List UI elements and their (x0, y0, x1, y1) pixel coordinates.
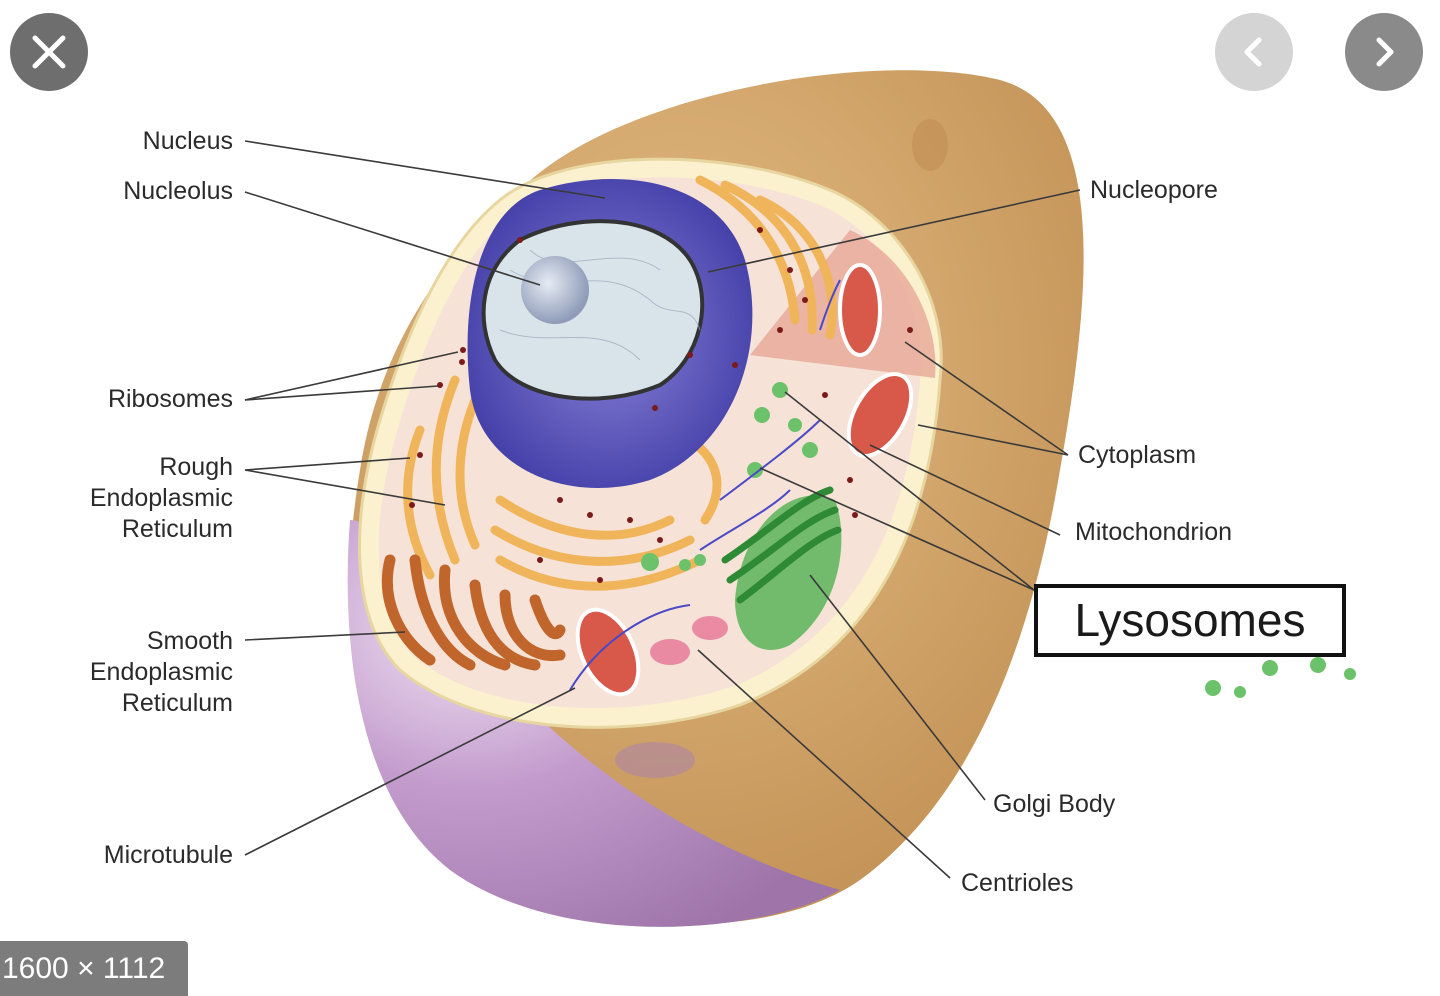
label-golgi-body: Golgi Body (993, 790, 1116, 818)
smooth-er (381, 554, 566, 671)
label-smooth-er: Smooth Endoplasmic Reticulum (89, 627, 233, 717)
chevron-left-icon (1244, 37, 1262, 67)
close-icon (32, 35, 66, 69)
nucleolus-body (521, 256, 589, 324)
label-centrioles: Centrioles (961, 869, 1074, 897)
rough-er (403, 175, 837, 591)
label-microtubule: Microtubule (103, 841, 233, 869)
label-mitochondrion: Mitochondrion (1075, 518, 1233, 546)
centrioles (650, 616, 728, 665)
nucleus (467, 178, 753, 488)
ribosomes (409, 227, 913, 583)
microtubules (569, 279, 841, 691)
label-lysosomes: Lysosomes (1034, 584, 1346, 657)
next-image-button[interactable] (1345, 13, 1423, 91)
label-nucleopore: Nucleopore (1090, 176, 1218, 204)
lysosomes (641, 382, 1356, 698)
label-nucleus: Nucleus (142, 127, 233, 155)
label-rough-er: Rough Endoplasmic Reticulum (89, 453, 233, 543)
label-nucleolus: Nucleolus (123, 177, 233, 205)
label-ribosomes: Ribosomes (107, 385, 233, 413)
close-button[interactable] (10, 13, 88, 91)
label-cytoplasm: Cytoplasm (1078, 441, 1197, 469)
chevron-right-icon (1376, 37, 1394, 67)
leader-lines (244, 140, 1081, 879)
previous-image-button[interactable] (1215, 13, 1293, 91)
mitochondria (575, 263, 914, 697)
image-size-badge: 1600 × 1112 (0, 941, 188, 996)
